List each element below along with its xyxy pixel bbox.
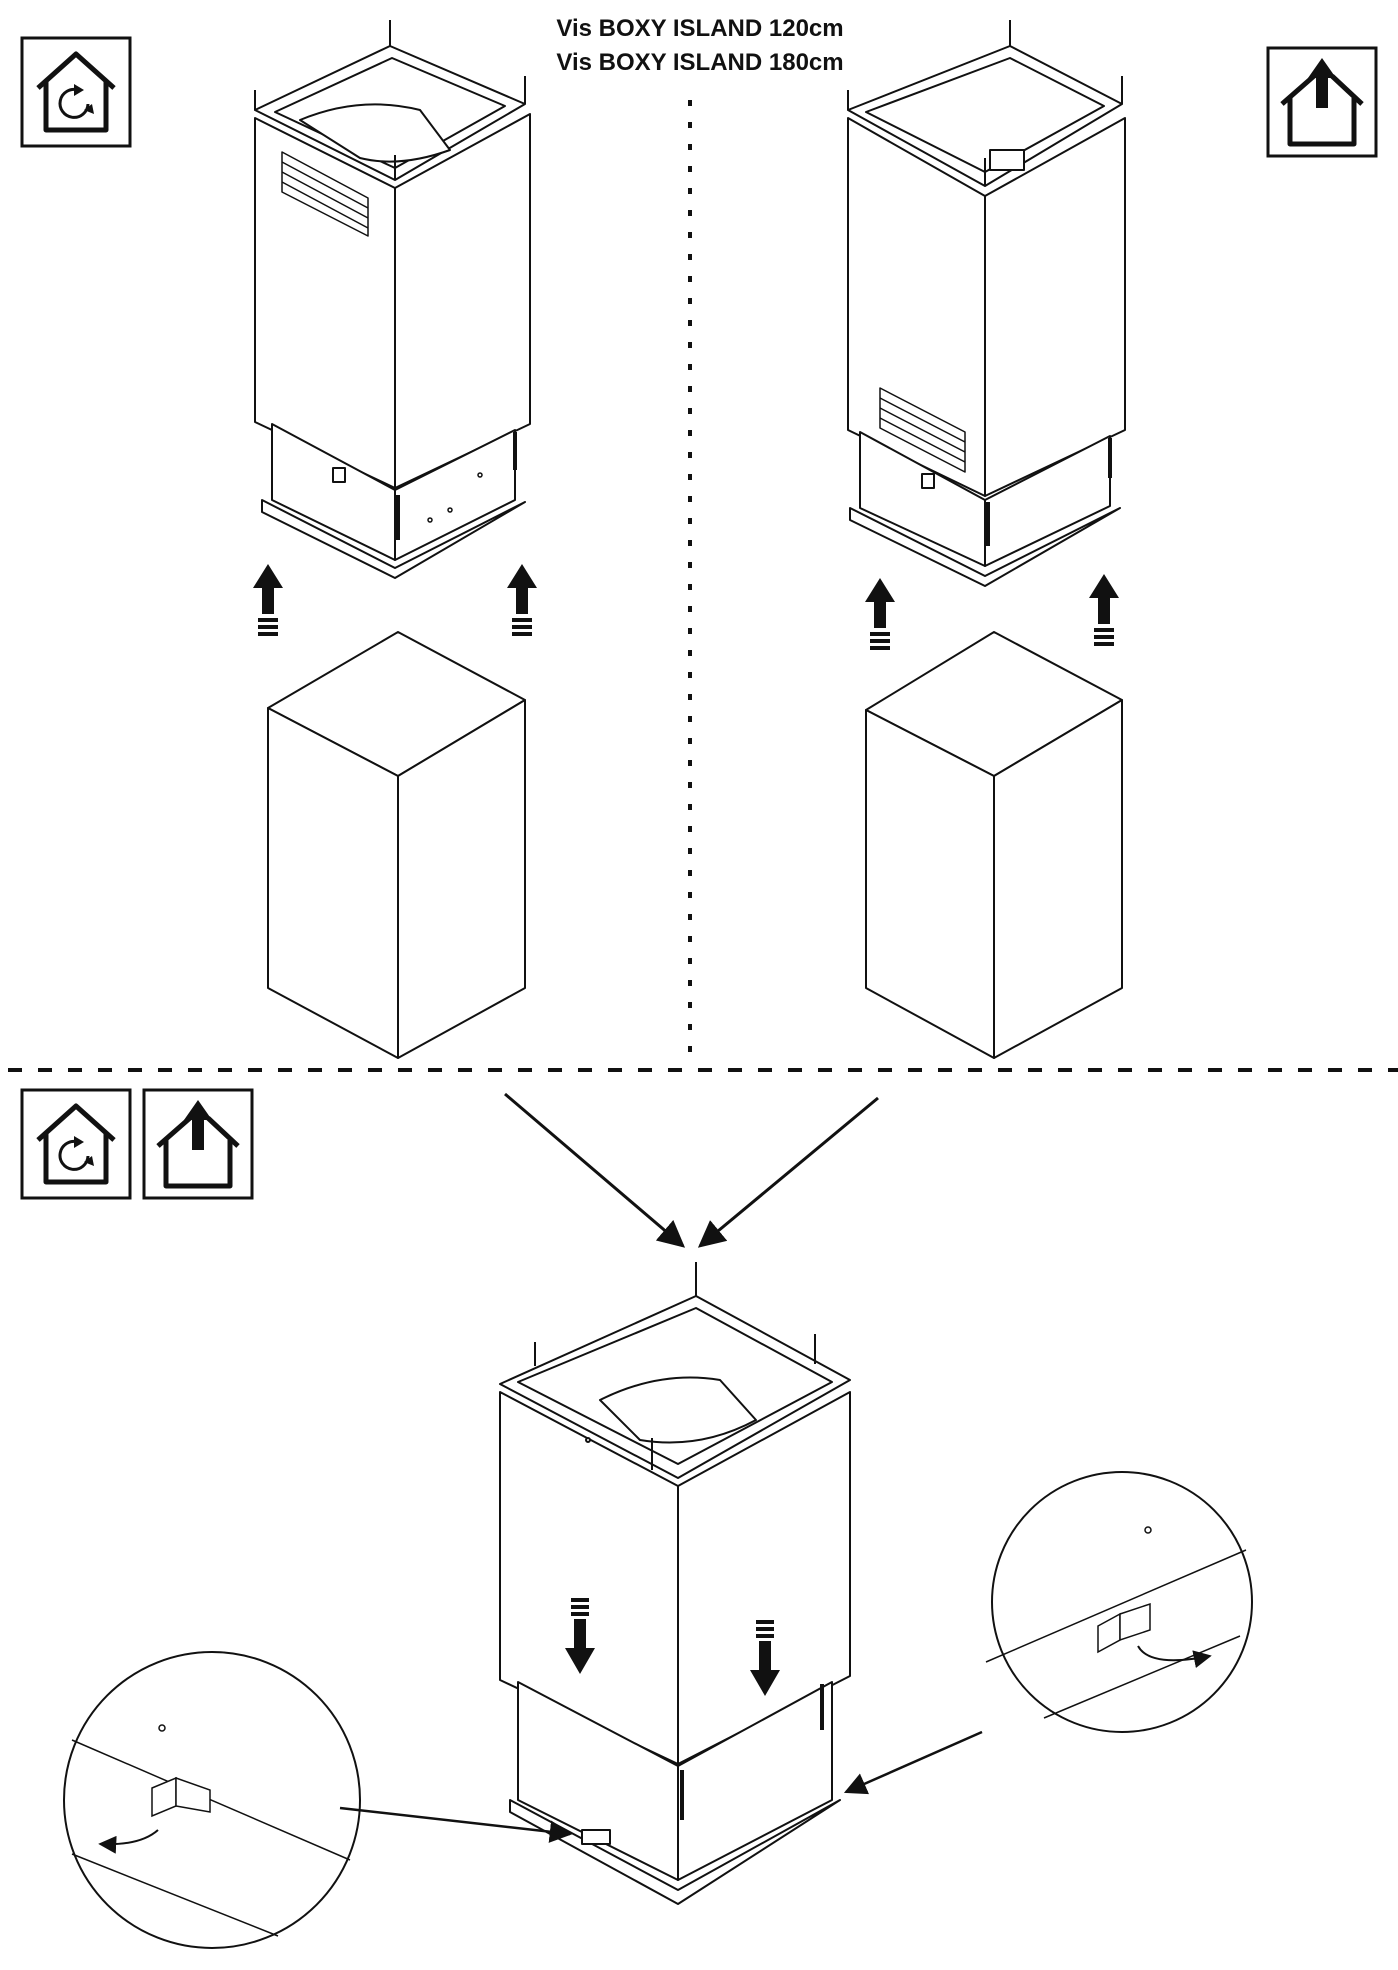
- lift-arrow-icon: [1089, 574, 1119, 646]
- hood-unit-extraction: [847, 20, 1126, 587]
- chimney-cover: [267, 631, 526, 1059]
- extraction-house-icon: [142, 1088, 254, 1200]
- lift-arrow-icon: [865, 578, 895, 650]
- model-title-120cm: Vis BOXY ISLAND 120cm: [556, 15, 844, 42]
- extraction-house-icon: [1266, 46, 1378, 158]
- recirculation-house-icon: [20, 36, 132, 148]
- model-title-180cm: Vis BOXY ISLAND 180cm: [556, 49, 844, 76]
- assembled-hood-unit: [499, 1262, 851, 1905]
- lift-arrow-icon: [253, 564, 283, 636]
- lift-arrow-icon: [507, 564, 537, 636]
- recirculation-house-icon: [20, 1088, 132, 1200]
- detail-view-left: [63, 1651, 361, 1949]
- hood-unit-recirculation: [254, 20, 531, 579]
- pointer-arrow: [697, 1096, 879, 1248]
- detail-pointer-arrow: [339, 1806, 573, 1843]
- detail-view-right: [985, 1471, 1253, 1733]
- chimney-cover: [865, 631, 1123, 1059]
- pointer-arrow: [504, 1092, 686, 1248]
- detail-pointer-arrow: [843, 1730, 983, 1795]
